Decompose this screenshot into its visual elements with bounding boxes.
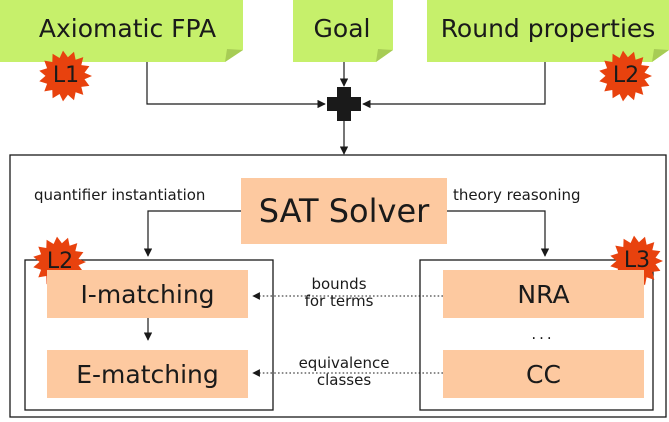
note-axiomatic-fpa: Axiomatic FPA [30, 8, 225, 48]
badge-l2-round-properties: L2 [612, 63, 640, 88]
link-label-equivalence-line1: equivalence [298, 354, 390, 372]
link-label-equivalence: equivalence classes [284, 354, 404, 390]
matching-group-frame [24, 259, 274, 411]
i-matching-block: I-matching [47, 270, 248, 318]
edge-axiomatic-to-merge [146, 62, 326, 109]
note-round-properties-fold [652, 49, 669, 62]
badge-l2-matching: L2 [46, 249, 74, 274]
badge-l3: L3 [623, 248, 651, 273]
note-axiomatic-fpa-shape [0, 0, 243, 62]
note-goal: Goal [296, 8, 388, 48]
note-goal-label: Goal [313, 13, 371, 43]
note-goal-fold [376, 49, 393, 62]
note-round-properties-label: Round properties [440, 13, 656, 43]
edge-label-quantifier-instantiation: quantifier instantiation [34, 186, 206, 204]
edge-round-to-merge [362, 62, 546, 109]
link-label-bounds-line2: for terms [304, 292, 374, 311]
e-matching-block: E-matching [47, 350, 248, 398]
sat-solver-block: SAT Solver [241, 178, 447, 244]
badge-l2-top-burst [599, 50, 652, 102]
merge-node [327, 87, 361, 121]
sat-solver-label: SAT Solver [258, 192, 430, 230]
cc-block: CC [443, 350, 644, 398]
badge-l1: L1 [52, 63, 80, 88]
note-goal-shape [293, 0, 393, 62]
note-round-properties-shape [427, 0, 669, 62]
edge-solver-to-theories [447, 210, 550, 257]
edge-solver-to-matching [143, 210, 241, 257]
note-axiomatic-fpa-label: Axiomatic FPA [38, 13, 217, 43]
note-axiomatic-fpa-fold [225, 49, 243, 62]
i-matching-label: I-matching [80, 279, 215, 309]
cc-label: CC [526, 359, 561, 389]
theories-group-frame [419, 259, 654, 411]
link-label-bounds: bounds for terms [284, 275, 394, 311]
note-round-properties: Round properties [427, 8, 669, 48]
badge-l1-burst [39, 50, 92, 102]
link-label-bounds-line1: bounds [311, 275, 367, 293]
edge-label-theory-reasoning: theory reasoning [453, 186, 581, 204]
nra-block: NRA [443, 270, 644, 318]
theories-ellipsis: ... [531, 325, 555, 343]
link-label-equivalence-line2: classes [316, 371, 372, 390]
nra-label: NRA [517, 279, 570, 309]
e-matching-label: E-matching [76, 359, 219, 389]
outer-container [9, 154, 667, 418]
